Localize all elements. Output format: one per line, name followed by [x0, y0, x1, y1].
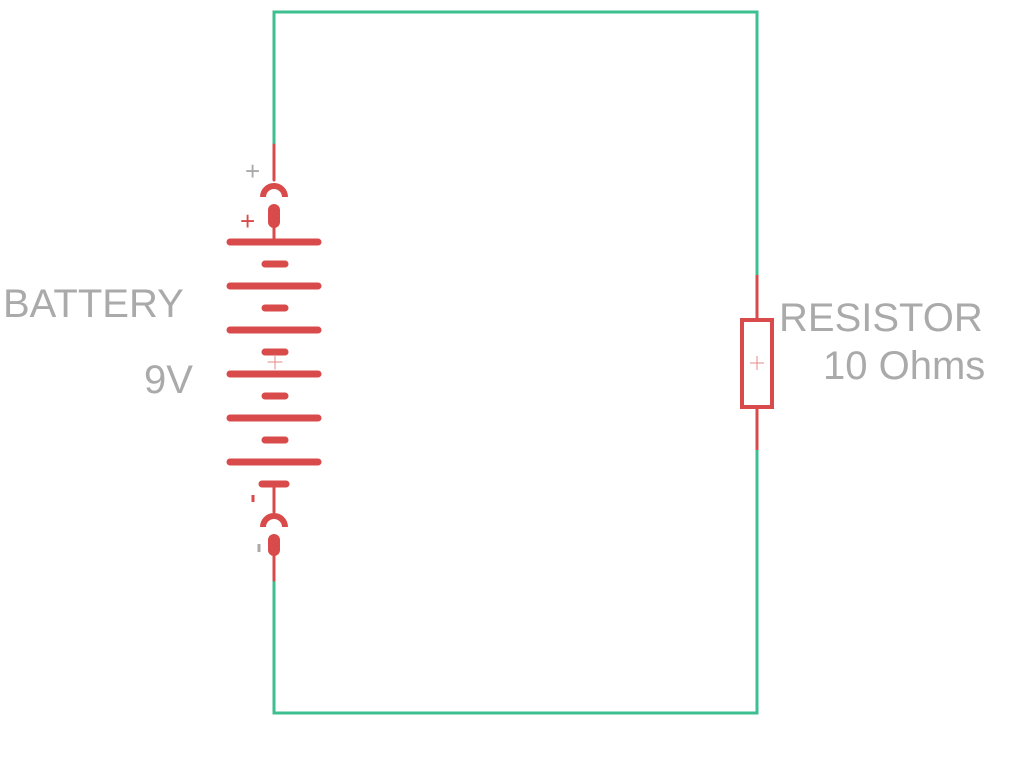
resistor-value-label: 10 Ohms — [823, 344, 986, 388]
battery-plus-pin-label: + — [240, 206, 256, 236]
resistor-symbol[interactable] — [740, 275, 774, 450]
battery-plus-label: + — [245, 156, 261, 186]
resistor-name-label: RESISTOR — [779, 296, 983, 340]
battery-value-label: 9V — [144, 358, 193, 402]
battery-name-label: BATTERY — [3, 282, 184, 326]
wire[interactable] — [272, 10, 759, 715]
battery-symbol[interactable] — [226, 143, 322, 582]
